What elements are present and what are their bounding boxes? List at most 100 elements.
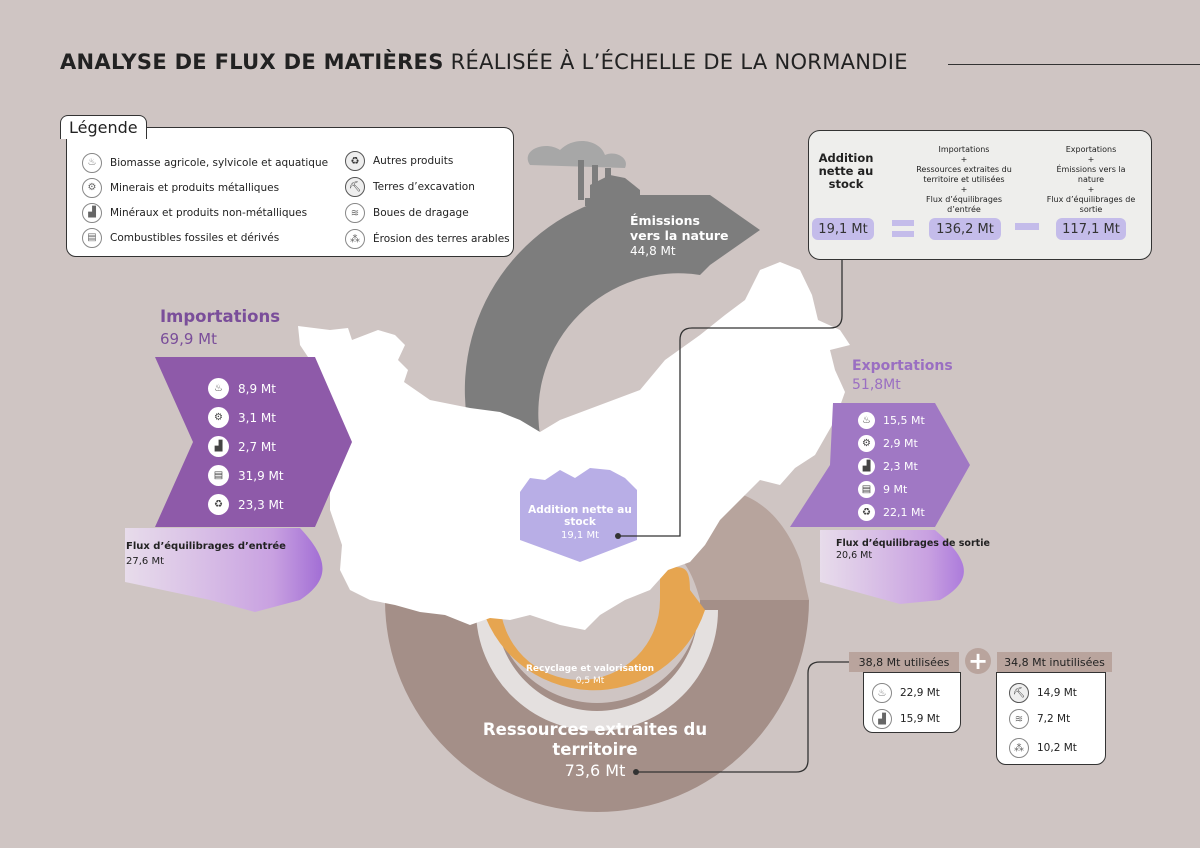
- export-row: ▤9 Mt: [858, 478, 925, 501]
- import-value: 23,3 Mt: [238, 497, 284, 512]
- fuel-pump-icon: ▤: [82, 227, 102, 248]
- export-value: 2,3 Mt: [883, 460, 918, 473]
- import-balance-label: Flux d’équilibrages d’entrée: [126, 541, 286, 552]
- import-row: ♨8,9 Mt: [208, 374, 284, 403]
- import-row: ▤ 31,9 Mt: [208, 461, 284, 490]
- import-value: 31,9 Mt: [238, 468, 284, 483]
- eq-balance-in-label: Flux d’équilibrages d’entrée: [926, 195, 1002, 214]
- plus-sign: +: [965, 648, 991, 674]
- eq-import-label: Importations: [938, 145, 990, 154]
- eq-plus: +: [1087, 185, 1095, 194]
- export-balance-label: Flux d’équilibrages de sortie: [836, 538, 990, 549]
- title-thin: RÉALISÉE À L’ÉCHELLE DE LA NORMANDIE: [450, 50, 908, 74]
- exportations-arrow: [790, 403, 970, 527]
- used-value: 22,9 Mt: [900, 687, 940, 699]
- mineral-factory-icon: ▟: [82, 202, 102, 223]
- legend-item: ♨ Biomasse agricole, sylvicole et aquatiq…: [82, 150, 328, 175]
- eq-resources-label: Ressources extraites du territoire et ut…: [916, 165, 1012, 184]
- emissions-arc: [464, 195, 760, 435]
- used-box: ♨22,9 Mt ▟15,9 Mt: [863, 672, 961, 733]
- unused-row: ⛏ 14,9 Mt: [1009, 683, 1077, 703]
- export-row: ⚙ 2,9 Mt: [858, 432, 925, 455]
- recycle-box-icon: ♻: [208, 494, 229, 515]
- wheat-icon: ♨: [872, 683, 892, 703]
- import-row: ▟ 2,7 Mt: [208, 432, 284, 461]
- legend-right-column: ♻Autres produits ⛏ Terres d’excavation ≋ B…: [345, 148, 510, 252]
- factory-icon: [527, 140, 645, 206]
- mineral-factory-icon: ▟: [208, 436, 229, 457]
- metal-ore-icon: ⚙: [858, 435, 875, 452]
- legend-label: Minéraux et produits non-métalliques: [110, 206, 308, 219]
- equation-stock-value: 19,1 Mt: [812, 218, 874, 240]
- unused-row: ≋7,2 Mt: [1009, 709, 1070, 729]
- title-rule: [948, 64, 1200, 65]
- excavator-icon: ⛏: [345, 177, 365, 197]
- equals-sign: [892, 220, 914, 238]
- fuel-pump-icon: ▤: [208, 465, 229, 486]
- unused-box: ⛏ 14,9 Mt ≋7,2 Mt ⁂ 10,2 Mt: [996, 672, 1106, 765]
- legend-item: ▟ Minéraux et produits non-métalliques: [82, 200, 322, 225]
- eq-plus: +: [960, 155, 968, 164]
- emissions-value: 44,8 Mt: [630, 244, 676, 258]
- legend-label: Terres d’excavation: [373, 181, 475, 193]
- export-value: 15,5 Mt: [883, 414, 925, 427]
- unused-value: 14,9 Mt: [1037, 687, 1077, 699]
- unused-label: 34,8 Mt inutilisées: [997, 652, 1112, 672]
- legend-title: Légende: [60, 115, 147, 139]
- excavator-icon: ⛏: [1009, 683, 1029, 703]
- import-value: 3,1 Mt: [238, 410, 276, 425]
- equation-outputs-label: Exportations + Émissions vers la nature …: [1046, 145, 1136, 215]
- used-row: ♨ 22,9 Mt: [872, 683, 940, 703]
- import-value: 2,7 Mt: [238, 439, 276, 454]
- wheat-icon: ♨: [82, 152, 102, 173]
- equation-outputs-value: 117,1 Mt: [1056, 218, 1126, 240]
- page-title: ANALYSE DE FLUX DE MATIÈRES RÉALISÉE À L…: [60, 50, 908, 74]
- connector-stock: [618, 258, 843, 537]
- import-balance-value: 27,6 Mt: [126, 556, 164, 567]
- eq-plus: +: [1087, 155, 1095, 164]
- legend-label: Boues de dragage: [373, 207, 469, 219]
- fuel-pump-icon: ▤: [858, 481, 875, 498]
- eq-plus: +: [960, 185, 968, 194]
- dredging-icon: ≋: [345, 203, 365, 223]
- resources-label: Ressources extraites du territoire: [482, 720, 708, 759]
- recycle-box-icon: ♻: [345, 151, 365, 171]
- legend-label: Minerais et produits métalliques: [110, 181, 280, 194]
- legend-left-column: ♨ Biomasse agricole, sylvicole et aquatiq…: [82, 150, 328, 250]
- export-balance-value: 20,6 Mt: [836, 550, 873, 561]
- emissions-label: Émissions vers la nature: [630, 213, 729, 243]
- legend-item: ⚙ Minerais et produits métalliques: [82, 175, 322, 200]
- recycling-value: 0,5 Mt: [575, 676, 605, 686]
- importations-rows: ♨8,9 Mt ⚙3,1 Mt ▟ 2,7 Mt ▤ 31,9 Mt ♻ 23,3 M…: [208, 374, 284, 519]
- legend-label: Biomasse agricole, sylvicole et aquatiqu…: [110, 156, 329, 169]
- equation-inputs-value: 136,2 Mt: [929, 218, 1001, 240]
- resources-value: 73,6 Mt: [564, 761, 626, 780]
- minus-sign: [1015, 223, 1039, 230]
- unused-value: 7,2 Mt: [1037, 713, 1071, 725]
- equation-stock-label: Addition nette au stock: [818, 151, 874, 191]
- legend-item: ♻Autres produits: [345, 148, 510, 174]
- export-row: ▟ 2,3 Mt: [858, 455, 925, 478]
- importations-arrow: [155, 357, 352, 527]
- mineral-factory-icon: ▟: [858, 458, 875, 475]
- mineral-factory-icon: ▟: [872, 709, 892, 729]
- import-row: ⚙3,1 Mt: [208, 403, 284, 432]
- equation-inputs-label: Importations + Ressources extraites du t…: [908, 145, 1020, 215]
- eq-balance-out-label: Flux d’équilibrages de sortie: [1046, 195, 1136, 214]
- export-value: 2,9 Mt: [883, 437, 918, 450]
- recycling-arc-fill: [480, 565, 705, 691]
- stock-label: Addition nette au stock: [528, 504, 632, 528]
- legend-label: Combustibles fossiles et dérivés: [110, 231, 280, 244]
- unused-value: 10,2 Mt: [1037, 742, 1077, 754]
- recycling-arc: [476, 610, 718, 731]
- wheat-icon: ♨: [208, 378, 229, 399]
- import-balance-glow: [125, 528, 323, 612]
- erosion-icon: ⁂: [1009, 738, 1029, 758]
- wheat-icon: ♨: [858, 412, 875, 429]
- legend-item: ▤ Combustibles fossiles et dérivés: [82, 225, 322, 250]
- exportations-total: 51,8Mt: [852, 377, 901, 393]
- metal-ore-icon: ⚙: [82, 177, 102, 198]
- stock-value: 19,1 Mt: [561, 530, 599, 541]
- recycling-label: Recyclage et valorisation: [525, 664, 655, 674]
